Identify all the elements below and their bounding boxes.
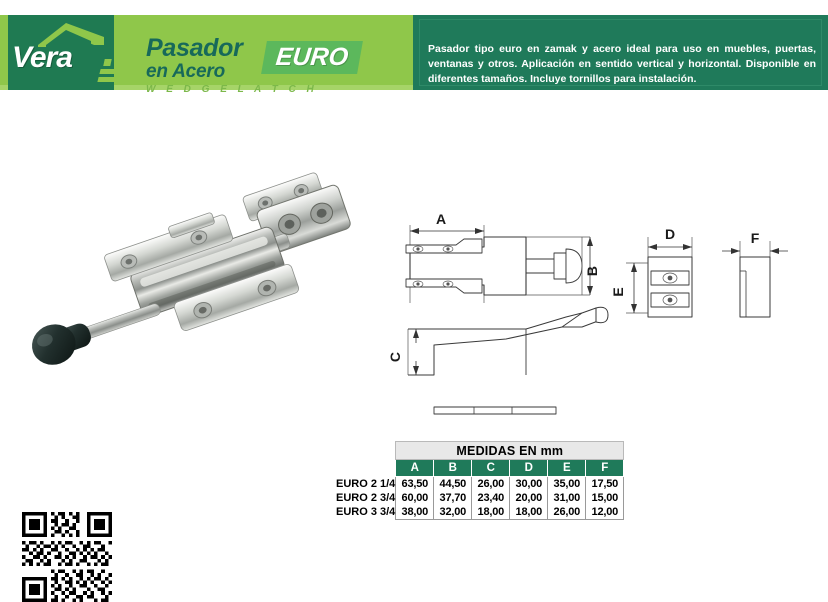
column-header-c: C [471, 459, 511, 477]
logo-accent-bar-1 [99, 69, 114, 74]
cell-b: 32,00 [433, 505, 473, 520]
logo-accent-dot [103, 59, 112, 66]
product-photo [32, 172, 351, 365]
cell-a: 38,00 [395, 505, 435, 520]
dim-label-c: C [387, 352, 403, 362]
measurements-table: MEDIDAS EN mm A B C D E F EURO 2 1/4 63,… [336, 441, 625, 520]
house-roof-icon [38, 23, 104, 47]
cell-f: 12,00 [585, 505, 625, 520]
drawing-top-view [405, 225, 593, 303]
cell-a: 63,50 [395, 476, 435, 491]
bolt-assembly [32, 172, 351, 365]
table-row: EURO 2 1/4 63,50 44,50 26,00 30,00 35,00… [336, 476, 625, 491]
cell-c: 18,00 [471, 505, 511, 520]
table-title: MEDIDAS EN mm [395, 441, 625, 460]
header-light-underline [0, 85, 413, 90]
row-label-model: EURO 2 1/4 [336, 477, 396, 490]
cell-e: 35,00 [547, 476, 587, 491]
drawing-side-view [407, 306, 609, 415]
brand-logo-text: Vera [12, 41, 73, 74]
header-band: Vera Pasador en Acero W E D G E L A T C … [0, 15, 828, 95]
product-description: Pasador tipo euro en zamak y acero ideal… [428, 43, 816, 85]
table-title-row: MEDIDAS EN mm [336, 441, 625, 460]
product-subtitle: en Acero [146, 61, 226, 82]
technical-drawings: A B C D E F [387, 211, 788, 415]
dim-label-b: B [584, 266, 600, 276]
pull-knob [32, 323, 91, 365]
table-row: EURO 3 3/4 38,00 32,00 18,00 18,00 26,00… [336, 505, 625, 520]
column-header-a: A [395, 459, 435, 477]
cell-d: 20,00 [509, 491, 549, 505]
bolt-main-body [130, 226, 285, 317]
cell-b: 37,70 [433, 491, 473, 505]
table-corner-blank [336, 441, 396, 460]
cell-d: 30,00 [509, 476, 549, 491]
qr-code [22, 512, 112, 602]
drawing-f-view [722, 241, 788, 318]
header-dark-section [413, 15, 828, 90]
column-header-b: B [433, 459, 473, 477]
dim-label-d: D [665, 226, 675, 242]
mount-plate-bottom [173, 264, 299, 331]
cell-e: 31,00 [547, 491, 587, 505]
row-label-model: EURO 2 3/4 [336, 492, 396, 504]
product-title-english: W E D G E L A T C H [146, 84, 318, 95]
mount-plate-top [104, 212, 233, 282]
euro-badge-label: EURO [274, 43, 350, 71]
column-header-e: E [547, 459, 587, 477]
cell-c: 23,40 [471, 491, 511, 505]
header-description-frame [419, 19, 822, 86]
cell-f: 15,00 [585, 491, 625, 505]
dim-label-e: E [610, 287, 626, 296]
table-header-row: A B C D E F [336, 459, 625, 477]
cell-d: 18,00 [509, 505, 549, 520]
column-header-f: F [585, 459, 625, 477]
product-title: Pasador [146, 34, 243, 62]
product-title-block: Pasador en Acero W E D G E L A T C H [146, 35, 318, 97]
cell-f: 17,50 [585, 476, 625, 491]
euro-badge: EURO [261, 41, 363, 74]
dim-label-f: F [751, 230, 760, 246]
cell-e: 26,00 [547, 505, 587, 520]
column-header-d: D [509, 459, 549, 477]
cell-a: 60,00 [395, 491, 435, 505]
cell-b: 44,50 [433, 476, 473, 491]
cell-c: 26,00 [471, 476, 511, 491]
table-corner-blank-2 [336, 459, 396, 477]
table-row: EURO 2 3/4 60,00 37,70 23,40 20,00 31,00… [336, 491, 625, 505]
logo-accent-bar-2 [97, 77, 114, 82]
brand-logo: Vera [8, 15, 114, 90]
row-label-model: EURO 3 3/4 [336, 506, 396, 519]
dim-label-a: A [436, 211, 446, 227]
drawing-keeper-view [626, 237, 693, 318]
